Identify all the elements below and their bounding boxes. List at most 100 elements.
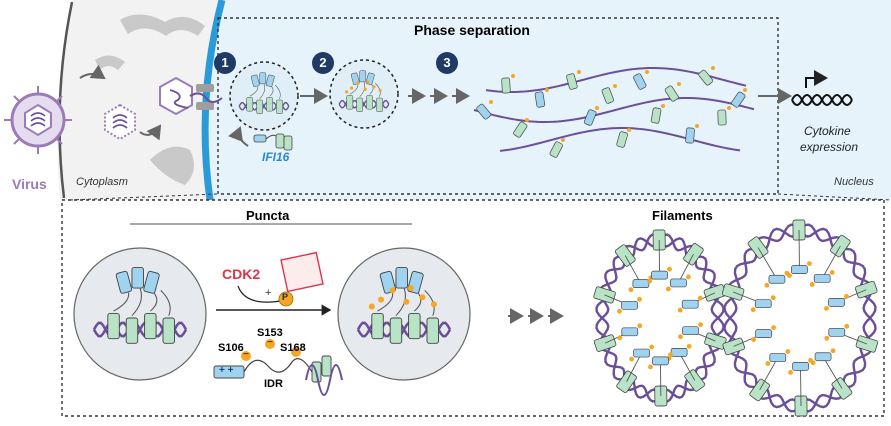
pyrin-domain [622,301,638,309]
hin-domain [372,313,384,338]
hin-domain [126,318,138,343]
charge-s153: − [267,337,273,348]
phospho-site [678,308,683,313]
pyrin-domain [633,280,649,288]
phospho-site [667,267,672,272]
phospho-site [577,70,581,74]
phospho-site [645,70,649,74]
plus-sign: + [265,287,271,299]
pyrin-domain [360,71,366,82]
phospho-site [824,306,829,311]
hin-domain [390,318,402,343]
phospho-site [350,86,353,89]
filament-dna [725,225,876,412]
phospho-site [595,106,599,110]
pyrin-domain [814,274,830,282]
ifi16-label: IFI16 [262,150,289,164]
phospho-site [647,279,652,284]
phospho-site [489,100,493,104]
pyrin-domain [682,327,698,335]
hin-domain [357,98,363,112]
phospho-site [678,334,683,339]
phospho-site [695,124,699,128]
phospho-site [751,337,756,342]
hin-domain [266,98,272,112]
filaments-title: Filaments [652,208,713,223]
capsid-icon [160,78,192,114]
phospho-site [787,273,792,278]
cytoplasm-label: Cytoplasm [76,176,128,188]
phospho-site [831,348,836,353]
network-protein [718,110,727,125]
virus-label: Virus [12,176,47,192]
hin-domain [247,98,253,112]
phospho-site [637,297,642,302]
pyrin-domain [652,271,668,279]
network-protein [686,128,695,144]
expression-label: expression [800,140,858,154]
idr-label: IDR [264,378,283,390]
hin-domain [409,313,421,338]
phospho-site [345,90,348,93]
cdk2-label: CDK2 [222,266,260,282]
phospho-site [419,294,425,300]
phospho-site [765,283,770,288]
pyrin-domain [634,349,650,357]
phospho-site [369,304,375,310]
pyrin-domain [770,354,786,362]
pyrin-domain [670,279,686,287]
phospho-site [686,275,691,280]
phospho-site [743,88,747,92]
phospho-site [824,336,829,341]
pyrin-domain [755,300,771,308]
step1-complex [230,62,298,130]
filament-dna [725,225,876,412]
pyrin-domain [682,300,698,308]
phospho-site [628,287,633,292]
phospho-site [525,118,529,122]
phospho-site [668,352,673,357]
phospho-site [788,370,793,375]
phospho-site [830,270,835,275]
phospho-site [372,85,375,88]
pyrin-domain [829,328,845,336]
phospho-site [364,88,367,91]
phospho-site [617,309,622,314]
pyrin-domain [828,298,844,306]
hin-domain [108,313,120,338]
hin-domain [347,96,353,110]
hin-domain [163,318,175,343]
pyrin-domain [791,266,807,274]
pyrin-domain [260,73,266,84]
step-1-badge: 1 [214,52,236,74]
phospho-site [379,89,382,92]
phospho-site [629,357,634,362]
pyrin-domain [396,267,408,288]
step-3-badge: 3 [436,52,458,74]
phospho-site [771,295,776,300]
nucleus-region [205,0,891,200]
phospho-site [408,285,414,291]
phospho-site [378,297,384,303]
phospho-site [677,82,681,86]
pyrin-domain [622,328,638,336]
phospho-site [844,324,849,329]
phospho-site [785,349,790,354]
phospho-site [545,88,549,92]
phospho-site [649,345,654,350]
nucleus-label: Nucleus [834,176,874,188]
hin-domain [276,100,282,114]
phospho-site [648,364,653,369]
puncta-title: Puncta [246,208,289,223]
phospho-site [627,128,631,132]
phospho-site [356,82,359,85]
pyrin-charges: + + [219,365,233,376]
hin-domain [145,313,157,338]
phospho-site [727,106,731,110]
phospho-site [617,335,622,340]
hin-domain [376,98,382,112]
phosphate-label: P [282,292,288,302]
phospho-site [661,104,665,108]
filament-network [593,220,878,416]
